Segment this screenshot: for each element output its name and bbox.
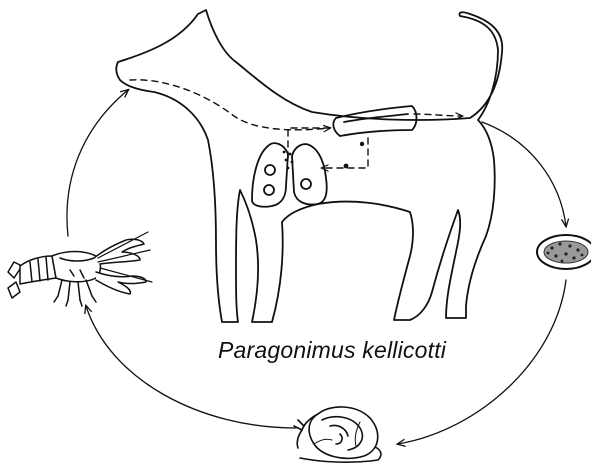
egg-icon <box>537 235 591 269</box>
migration-path <box>130 80 462 168</box>
dog-icon <box>116 10 502 322</box>
arrow-crayfish-to-dog <box>67 90 128 236</box>
snail-icon <box>294 407 381 462</box>
species-caption: Paragonimus kellicotti <box>218 337 518 364</box>
arrow-snail-to-crayfish <box>86 306 296 428</box>
crayfish-icon <box>8 232 152 306</box>
